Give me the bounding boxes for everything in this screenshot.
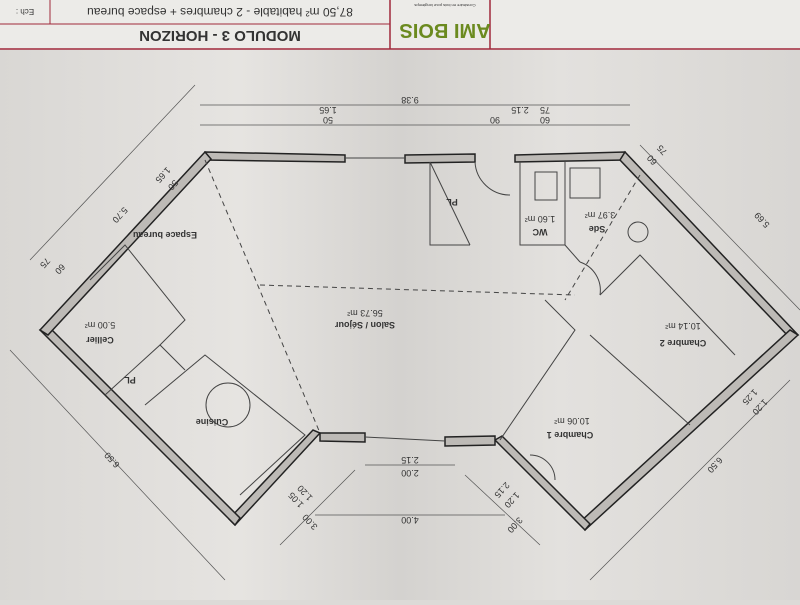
dimension-label: 60	[540, 115, 550, 125]
room-name: Salon / Séjour	[334, 320, 395, 330]
toilet-icon	[534, 171, 558, 201]
shower-icon	[569, 167, 601, 199]
room-name: PL	[124, 375, 136, 385]
room-name: PL	[446, 197, 458, 207]
dimension-line	[589, 379, 791, 581]
dimension-line	[29, 84, 196, 261]
interior-walls	[89, 159, 736, 496]
kitchen-counter	[144, 354, 306, 496]
room-name: Sde	[589, 224, 606, 234]
wc-wall	[519, 162, 566, 246]
dimension-label: 4.00	[401, 515, 419, 525]
room-name: Cellier	[86, 335, 114, 345]
sde-wall	[564, 244, 581, 263]
dimension-line	[279, 469, 356, 546]
dimension-line	[639, 144, 800, 311]
kitchen-island	[205, 382, 251, 428]
dimension-label: 5.70	[110, 205, 129, 225]
wall-segment	[619, 150, 800, 339]
wall-segment	[444, 435, 496, 447]
sde-boundary	[564, 174, 641, 301]
dimension-label: 9.38	[401, 95, 419, 105]
dimension-label: 1.65	[319, 105, 337, 115]
living-boundary	[204, 159, 321, 434]
room-area: 5.00 m²	[85, 320, 116, 330]
chambre-divider	[589, 334, 691, 426]
dimension-label: 6.50	[705, 455, 724, 475]
chambre1-wall	[499, 299, 576, 441]
title-block: MODULO 3 - HORIZON 87,50 m² habitable - …	[0, 0, 800, 50]
wall-segment	[404, 153, 476, 164]
door-swing	[474, 161, 511, 196]
dimension-label: 50	[166, 178, 180, 192]
closet-diagonal	[429, 161, 471, 246]
wall-segment	[579, 329, 800, 532]
living-boundary	[259, 284, 576, 296]
wall-segment	[227, 429, 322, 527]
dimension-line	[9, 349, 226, 581]
room-name: Espace bureau	[133, 230, 197, 240]
dimension-label: 2.15	[511, 105, 529, 115]
room-name: Cuisine	[196, 417, 229, 427]
cellier-wall	[104, 344, 186, 396]
room-area: 10.06 m²	[554, 416, 590, 426]
dimension-label: 60	[645, 153, 659, 167]
room-area: 1.60 m²	[525, 214, 556, 224]
logo: AMI BOIS	[399, 19, 490, 41]
wall-segment	[38, 150, 213, 336]
dimension-label: 3.00	[505, 515, 524, 535]
chambre2-wall	[599, 254, 736, 356]
room-labels: Salon / Séjour 56.73 m² Chambre 1 10.06 …	[85, 197, 707, 440]
room-area: 3.97 m²	[585, 210, 616, 220]
dimension-label: 75	[540, 105, 550, 115]
outer-walls	[38, 150, 800, 532]
dimension-label: 6.50	[102, 450, 121, 470]
room-area: 56.73 m²	[347, 308, 383, 318]
dimension-label: 90	[490, 115, 500, 125]
plan-subtitle: 87,50 m² habitable - 2 chambres + espace…	[87, 5, 353, 19]
window	[364, 436, 446, 442]
bureau-wall	[89, 244, 186, 346]
wall-segment	[319, 432, 366, 443]
title-block-bg	[0, 0, 800, 50]
dimension-label: 2.00	[401, 468, 419, 478]
wall-segment	[204, 151, 346, 163]
scale-label: Ech :	[16, 7, 34, 16]
dimension-label: 60	[53, 262, 67, 276]
dimension-label: 2.15	[401, 455, 419, 465]
dimension-label: 5.69	[752, 210, 771, 230]
room-name: Chambre 2	[660, 338, 707, 348]
room-area: 10.14 m²	[665, 321, 701, 331]
wall-segment	[514, 151, 626, 163]
dimension-label: 75	[655, 143, 669, 157]
door-swing	[529, 454, 556, 481]
logo-tagline: Construire en bois pour longtemps	[414, 3, 475, 8]
sink-icon	[627, 221, 649, 243]
room-name: WC	[532, 227, 547, 237]
dimension-label: 75	[38, 256, 52, 270]
closet-wall	[429, 162, 470, 246]
dimension-line	[464, 474, 541, 546]
dimension-lines	[9, 84, 800, 581]
wall-segment	[493, 435, 592, 532]
dimension-label: 50	[323, 115, 333, 125]
door-swing	[579, 261, 601, 296]
plan-title: MODULO 3 - HORIZON	[139, 27, 301, 44]
room-name: Chambre 1	[547, 430, 594, 440]
